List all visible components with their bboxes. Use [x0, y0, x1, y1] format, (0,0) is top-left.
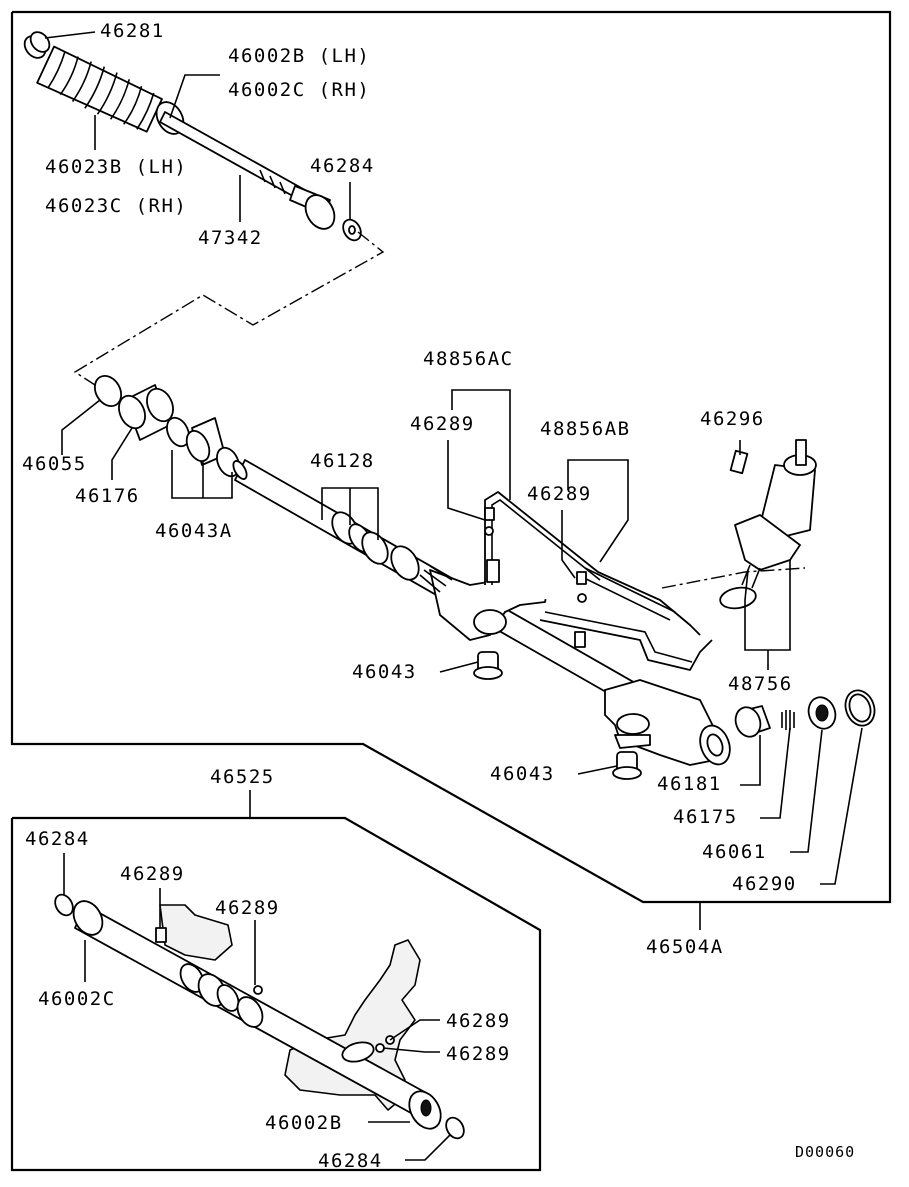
label-46128: 46128	[310, 450, 375, 472]
seal-48756	[719, 586, 757, 610]
label-48856AB: 48856AB	[540, 418, 631, 440]
label-kit-46284-b: 46284	[318, 1150, 383, 1172]
label-47342: 47342	[198, 227, 263, 249]
kit-housing-ghost	[159, 904, 233, 961]
boot-46023	[36, 45, 163, 133]
label-46055: 46055	[22, 453, 87, 475]
label-46176: 46176	[75, 485, 140, 507]
rack-guide	[734, 689, 876, 738]
label-46061: 46061	[702, 841, 767, 863]
label-kit-46289-a: 46289	[120, 863, 185, 885]
tie-rod-47342	[159, 111, 336, 230]
label-46023B-LH: 46023B (LH)	[45, 156, 187, 178]
label-46043-a: 46043	[352, 661, 417, 683]
label-46002C-RH: 46002C (RH)	[228, 79, 370, 101]
label-kit-46289-d: 46289	[446, 1043, 511, 1065]
label-46181: 46181	[657, 773, 722, 795]
pressure-lines	[484, 491, 713, 671]
label-46504A: 46504A	[646, 936, 724, 958]
label-kit-46284-a: 46284	[25, 828, 90, 850]
snap-ring-46055	[93, 375, 123, 407]
label-46043A: 46043A	[155, 520, 233, 542]
rings-46128	[331, 511, 420, 581]
label-kit-46002C: 46002C	[38, 988, 116, 1010]
label-46023C-RH: 46023C (RH)	[45, 195, 187, 217]
label-46289-b: 46289	[527, 483, 592, 505]
label-46043-b: 46043	[490, 763, 555, 785]
label-kit-46002B: 46002B	[265, 1112, 343, 1134]
label-kit-46289-b: 46289	[215, 897, 280, 919]
label-48756: 48756	[728, 673, 793, 695]
label-kit-46289-c: 46289	[446, 1010, 511, 1032]
fittings-46289	[484, 507, 587, 648]
mount-46043-a	[473, 651, 503, 680]
label-46284-top: 46284	[310, 155, 375, 177]
callout-labels: 46281 46002B (LH) 46002C (RH) 46023B (LH…	[22, 20, 855, 1172]
tie-rod-group	[23, 31, 385, 386]
bushing-46176	[118, 384, 174, 441]
mount-46043-b	[612, 751, 642, 780]
kit-group	[54, 853, 465, 1161]
seals-46043A	[166, 416, 240, 478]
label-48856AC: 48856AC	[423, 348, 514, 370]
rack-assembly	[93, 375, 876, 780]
diagram-id: D00060	[795, 1143, 855, 1161]
main-assembly-frame	[10, 10, 892, 904]
valve-housing-46296	[729, 439, 817, 589]
label-46296: 46296	[700, 408, 765, 430]
label-46002B-LH: 46002B (LH)	[228, 45, 370, 67]
label-46281: 46281	[100, 20, 165, 42]
label-46290: 46290	[732, 873, 797, 895]
leader-lines-main	[44, 31, 863, 930]
link-dash	[73, 231, 385, 386]
label-46525: 46525	[210, 766, 275, 788]
label-46175: 46175	[673, 806, 738, 828]
kit-frame	[10, 816, 542, 1172]
clamp-46281	[23, 31, 51, 59]
label-46289-a: 46289	[410, 413, 475, 435]
